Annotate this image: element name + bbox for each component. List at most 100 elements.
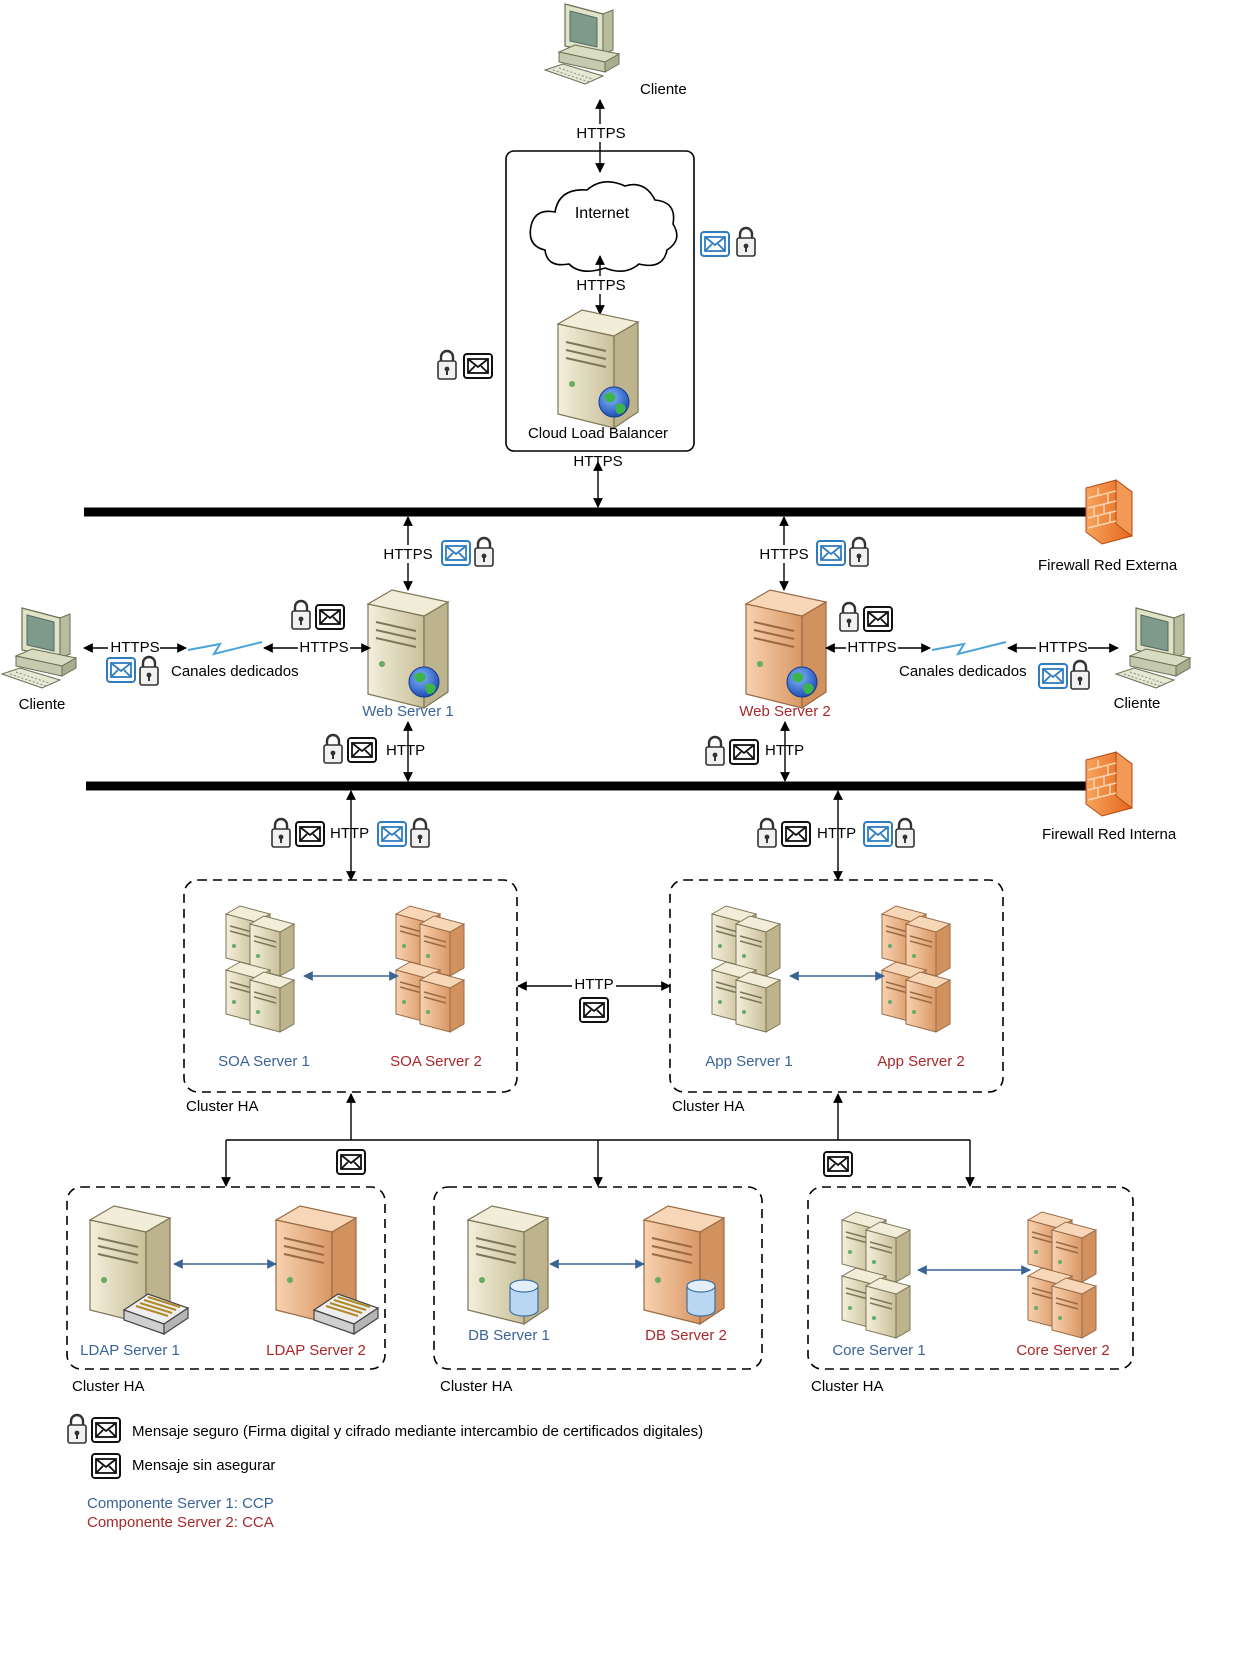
link-label-left-client: HTTPS bbox=[110, 639, 159, 656]
envelope-icon bbox=[823, 1151, 853, 1177]
client-left-label: Cliente bbox=[19, 696, 66, 713]
secure-message-badge bbox=[377, 817, 431, 849]
secure-message-badge bbox=[436, 349, 493, 381]
soa-server-2 bbox=[396, 906, 464, 1032]
database-cylinder-icon bbox=[686, 1279, 716, 1317]
legend-component-1: Componente Server 1: CCP bbox=[87, 1495, 274, 1512]
client-right-computer bbox=[1115, 607, 1191, 689]
desktop-computer-icon bbox=[1, 607, 77, 689]
canales-left-label: Canales dedicados bbox=[171, 663, 299, 680]
firewall-external-label: Firewall Red Externa bbox=[1038, 557, 1178, 574]
client-left-computer bbox=[1, 607, 77, 689]
core-server-1-label: Core Server 1 bbox=[832, 1342, 925, 1359]
lightning-link-icon bbox=[187, 641, 263, 656]
unsecured-message-badge bbox=[579, 997, 609, 1023]
secure-message-badge bbox=[441, 536, 495, 568]
cloud-icon bbox=[529, 181, 678, 272]
legend-secure-badge bbox=[66, 1413, 121, 1445]
link-label-int-soa: HTTP bbox=[330, 825, 369, 842]
ldap-server-2 bbox=[275, 1205, 379, 1335]
link-label-bus-web1: HTTPS bbox=[383, 546, 432, 563]
stacked-server-icon bbox=[712, 906, 780, 1032]
cluster-app-label: Cluster HA bbox=[672, 1098, 745, 1115]
cloud-zone-box bbox=[505, 150, 695, 452]
load-balancer-server bbox=[557, 309, 639, 429]
padlock-icon bbox=[290, 599, 312, 631]
firewall-external bbox=[1085, 479, 1133, 545]
legend-component-2: Componente Server 2: CCA bbox=[87, 1514, 274, 1531]
envelope-icon bbox=[463, 353, 493, 379]
db-server-2-label: DB Server 2 bbox=[645, 1327, 727, 1344]
envelope-icon bbox=[816, 540, 846, 566]
padlock-icon bbox=[735, 226, 757, 258]
app-server-1 bbox=[712, 906, 780, 1032]
cluster-soa-label: Cluster HA bbox=[186, 1098, 259, 1115]
web-server-2 bbox=[745, 589, 827, 709]
envelope-icon bbox=[91, 1453, 121, 1479]
padlock-icon bbox=[1069, 659, 1091, 691]
cluster-soa bbox=[183, 879, 518, 1093]
padlock-icon bbox=[66, 1413, 88, 1445]
web-server-2-label: Web Server 2 bbox=[739, 703, 830, 720]
secure-message-badge bbox=[322, 733, 377, 765]
app-server-1-label: App Server 1 bbox=[705, 1053, 793, 1070]
globe-icon bbox=[598, 386, 630, 418]
secure-message-badge bbox=[704, 735, 759, 767]
web-server-1 bbox=[367, 589, 449, 709]
legend: Mensaje seguro (Firma digital y cifrado … bbox=[66, 1413, 703, 1531]
firewall-internal bbox=[1085, 751, 1133, 817]
padlock-icon bbox=[894, 817, 916, 849]
link-label-int-app: HTTP bbox=[817, 825, 856, 842]
padlock-icon bbox=[838, 601, 860, 633]
envelope-icon bbox=[579, 997, 609, 1023]
padlock-icon bbox=[473, 536, 495, 568]
stacked-server-icon bbox=[226, 906, 294, 1032]
ldap-server-2-label: LDAP Server 2 bbox=[266, 1342, 366, 1359]
stacked-server-icon bbox=[1028, 1212, 1096, 1338]
secure-message-badge bbox=[106, 655, 160, 687]
secure-message-badge bbox=[700, 226, 757, 258]
padlock-icon bbox=[322, 733, 344, 765]
db-server-2 bbox=[643, 1205, 725, 1325]
cluster-db-label: Cluster HA bbox=[440, 1378, 513, 1395]
cluster-ldap-label: Cluster HA bbox=[72, 1378, 145, 1395]
secure-message-badge bbox=[863, 817, 916, 849]
cluster-ldap bbox=[66, 1186, 386, 1370]
envelope-icon bbox=[700, 231, 730, 257]
secure-message-badge bbox=[270, 817, 325, 849]
client-top-label: Cliente bbox=[640, 81, 687, 98]
soa-server-1-label: SOA Server 1 bbox=[218, 1053, 310, 1070]
globe-icon bbox=[408, 666, 440, 698]
legend-secure-text: Mensaje seguro (Firma digital y cifrado … bbox=[132, 1423, 703, 1440]
lightning-link-icon bbox=[931, 641, 1007, 656]
db-server-1 bbox=[467, 1205, 549, 1325]
cluster-db bbox=[433, 1186, 763, 1370]
soa-server-1 bbox=[226, 906, 294, 1032]
padlock-icon bbox=[436, 349, 458, 381]
envelope-icon bbox=[863, 606, 893, 632]
unsecured-message-badge bbox=[336, 1149, 366, 1175]
soa-server-2-label: SOA Server 2 bbox=[390, 1053, 482, 1070]
core-server-1 bbox=[842, 1212, 910, 1338]
link-label-client-top: HTTPS bbox=[576, 125, 625, 142]
secure-message-badge bbox=[838, 601, 893, 633]
padlock-icon bbox=[756, 817, 778, 849]
padlock-icon bbox=[138, 655, 160, 687]
desktop-computer-icon bbox=[544, 3, 620, 85]
cluster-core bbox=[807, 1186, 1134, 1370]
client-right-label: Cliente bbox=[1114, 695, 1161, 712]
stacked-server-icon bbox=[882, 906, 950, 1032]
app-server-2 bbox=[882, 906, 950, 1032]
web-server-1-label: Web Server 1 bbox=[362, 703, 453, 720]
firewall-brick-wall-icon bbox=[1085, 751, 1133, 817]
internet-label: Internet bbox=[575, 205, 630, 222]
legend-unsecure-badge bbox=[91, 1453, 121, 1479]
link-label-web2-int: HTTP bbox=[765, 742, 804, 759]
link-label-web1-int: HTTP bbox=[386, 742, 425, 759]
firewall-brick-wall-icon bbox=[1085, 479, 1133, 545]
envelope-icon bbox=[441, 540, 471, 566]
padlock-icon bbox=[409, 817, 431, 849]
padlock-icon bbox=[848, 536, 870, 568]
secure-message-badge bbox=[290, 599, 345, 631]
secure-message-badge bbox=[1038, 659, 1091, 691]
